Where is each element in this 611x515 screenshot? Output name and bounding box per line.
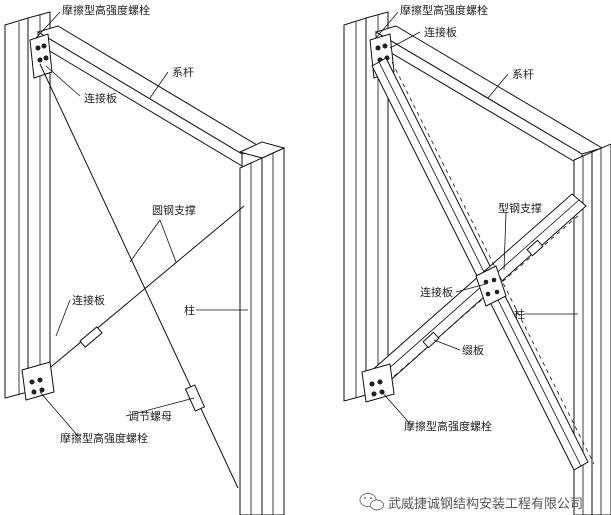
left-label-round-brace: 圆钢支撑 [152, 203, 196, 217]
watermark-text: 武威捷诚钢结构安装工程有限公司 [388, 497, 583, 512]
left-panel-left-column [4, 11, 51, 399]
left-label-top-bolt: 摩擦型高强度螺栓 [62, 3, 150, 17]
right-panel-right-column [573, 143, 611, 515]
left-panel-bottom-connection [21, 361, 55, 401]
left-label-top-plate: 连接板 [84, 91, 117, 105]
right-panel-section-braces [369, 57, 595, 471]
left-panel-leaders [35, 11, 248, 437]
right-label-bottom-bolt: 摩擦型高强度螺栓 [404, 419, 492, 433]
left-panel-turnbuckle-lower [184, 384, 206, 412]
left-label-column: 柱 [184, 303, 195, 317]
right-label-tie-rod: 系杆 [512, 67, 534, 81]
watermark: 武威捷诚钢结构安装工程有限公司 [359, 493, 583, 512]
left-panel-round-braces [39, 63, 245, 489]
right-panel-tie-rod [374, 25, 604, 167]
left-label-bottom-plate: 连接板 [72, 293, 105, 307]
wechat-icon [359, 493, 384, 511]
right-panel-middle-connection [475, 265, 507, 307]
left-panel-tie-rod [36, 25, 264, 167]
right-label-top-bolt: 摩擦型高强度螺栓 [400, 3, 488, 17]
right-panel: 摩擦型高强度螺栓 连接板 系杆 型钢支撑 连接板 柱 缀板 摩擦型高强度螺栓 [343, 3, 611, 515]
right-label-top-plate: 连接板 [424, 25, 457, 39]
left-panel-top-connection [29, 33, 53, 79]
left-panel-turnbuckle-upper [79, 326, 103, 348]
right-panel-leaders [375, 11, 578, 427]
right-label-section-brace: 型钢支撑 [498, 201, 542, 215]
right-label-column: 柱 [514, 307, 525, 321]
left-label-bottom-bolt: 摩擦型高强度螺栓 [60, 431, 148, 445]
left-label-turnbuckle: 调节螺母 [128, 410, 172, 423]
left-panel: 摩擦型高强度螺栓 系杆 连接板 圆钢支撑 连接板 柱 调节螺母 摩擦型高强度螺栓 [4, 3, 286, 515]
right-panel-batten-plates [422, 239, 544, 349]
right-panel-bottom-connection [361, 363, 395, 403]
right-label-batten-plate: 缀板 [462, 343, 484, 357]
right-label-mid-plate: 连接板 [420, 285, 453, 299]
left-panel-right-column [238, 141, 286, 515]
left-label-tie-rod: 系杆 [172, 65, 194, 79]
